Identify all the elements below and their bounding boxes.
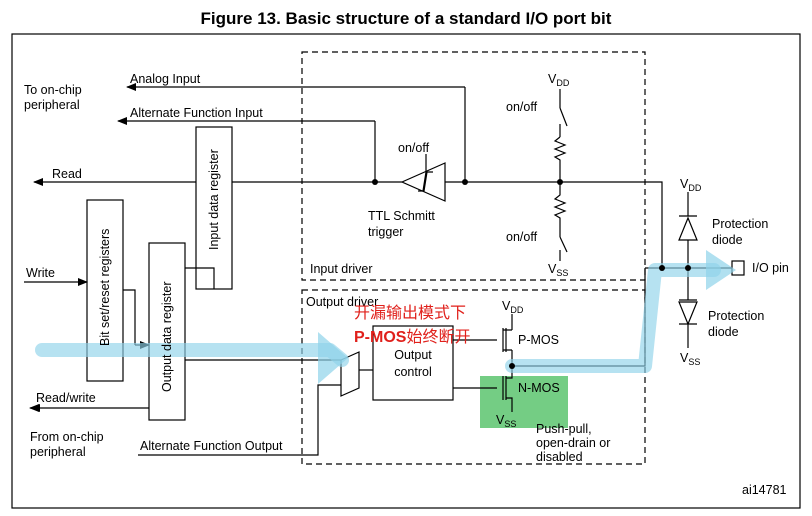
protection-diode-top-symbol (678, 215, 698, 241)
label-protection-diode-top-2: diode (712, 233, 743, 247)
label-figure-code: ai14781 (742, 483, 787, 497)
label-alt-func-input: Alternate Function Input (130, 106, 263, 120)
junction-dot (462, 179, 468, 185)
output-flow-arrowhead (318, 332, 348, 384)
label-input-data-register: Input data register (207, 149, 221, 250)
nmos-highlight (480, 376, 568, 428)
figure-title: Figure 13. Basic structure of a standard… (201, 9, 612, 28)
label-input-driver: Input driver (310, 262, 373, 276)
label-output-driver: Output driver (306, 295, 378, 309)
pullup-switch (559, 107, 568, 127)
label-schmitt-onoff: on/off (398, 141, 430, 155)
label-read: Read (52, 167, 82, 181)
label-io-pin: I/O pin (752, 261, 789, 275)
outer-frame (11, 33, 801, 509)
output-data-register-box (148, 242, 186, 421)
label-from-onchip-peripheral: peripheral (30, 445, 86, 459)
output-flow-to-pin (505, 263, 721, 373)
label-output-control-2: control (394, 365, 432, 379)
output-control-box (372, 325, 454, 401)
protection-diode-bottom-symbol (678, 299, 698, 326)
label-protection-diode-top: Protection (712, 217, 768, 231)
output-node-wire (511, 268, 646, 367)
output-flow-pin-arrowhead (706, 250, 736, 290)
label-pmos: P-MOS (518, 333, 559, 347)
pmos-symbol (453, 328, 512, 352)
schmitt-hysteresis (418, 171, 433, 192)
label-protection-diode-bottom: Protection (708, 309, 764, 323)
label-vdd-out: VDD (502, 299, 524, 315)
label-to-onchip: To on-chip (24, 83, 82, 97)
pullup-resistor (553, 136, 567, 182)
label-analog-input: Analog Input (130, 72, 201, 86)
label-nmos: N-MOS (518, 381, 560, 395)
schmitt-to-node (445, 181, 663, 200)
junction-dot (557, 179, 563, 185)
label-vss-main: VSS (548, 262, 568, 278)
junction-dot (659, 265, 665, 271)
label-to-onchip-peripheral: peripheral (24, 98, 80, 112)
pulldown-resistor (553, 182, 567, 237)
junction-dot (685, 265, 691, 271)
bitset-to-odr (123, 289, 136, 345)
label-output-data-register: Output data register (160, 282, 174, 392)
label-onoff-bottom: on/off (506, 230, 538, 244)
label-output-control: Output (394, 348, 432, 362)
odr-to-idr (185, 267, 215, 289)
nmos-symbol (453, 366, 513, 412)
read-write-left-head (30, 404, 40, 412)
label-disabled: disabled (536, 450, 583, 464)
label-vdd-main: VDD (548, 72, 570, 88)
annotation-pmos-off: P-MOS始终断开 (354, 328, 470, 346)
output-driver-box (301, 289, 646, 465)
schmitt-trigger-symbol (400, 162, 446, 202)
label-ttl-trigger: trigger (368, 225, 403, 239)
annotation-open-drain: 开漏输出模式下 (354, 304, 466, 322)
label-open-drain: open-drain or (536, 436, 610, 450)
label-onoff-top: on/off (506, 100, 538, 114)
junction-dot (509, 363, 515, 369)
junction-dot (372, 179, 378, 185)
alt-func-output-wire (138, 384, 341, 456)
label-from-onchip: From on-chip (30, 430, 104, 444)
label-vdd-prot: VDD (680, 177, 702, 193)
label-vss-prot: VSS (680, 351, 700, 367)
label-write: Write (26, 266, 55, 280)
label-alt-func-output: Alternate Function Output (140, 439, 283, 453)
label-push-pull: Push-pull, (536, 422, 592, 436)
io-pin-square[interactable] (731, 260, 745, 276)
label-vss-out: VSS (496, 413, 516, 429)
input-driver-box (301, 51, 646, 281)
label-bit-set-reset-registers: Bit set/reset registers (98, 229, 112, 346)
input-data-register-box (195, 126, 233, 290)
pulldown-switch (559, 236, 568, 253)
label-protection-diode-bottom-2: diode (708, 325, 739, 339)
label-ttl-schmitt: TTL Schmitt (368, 209, 435, 223)
label-read-write: Read/write (36, 391, 96, 405)
